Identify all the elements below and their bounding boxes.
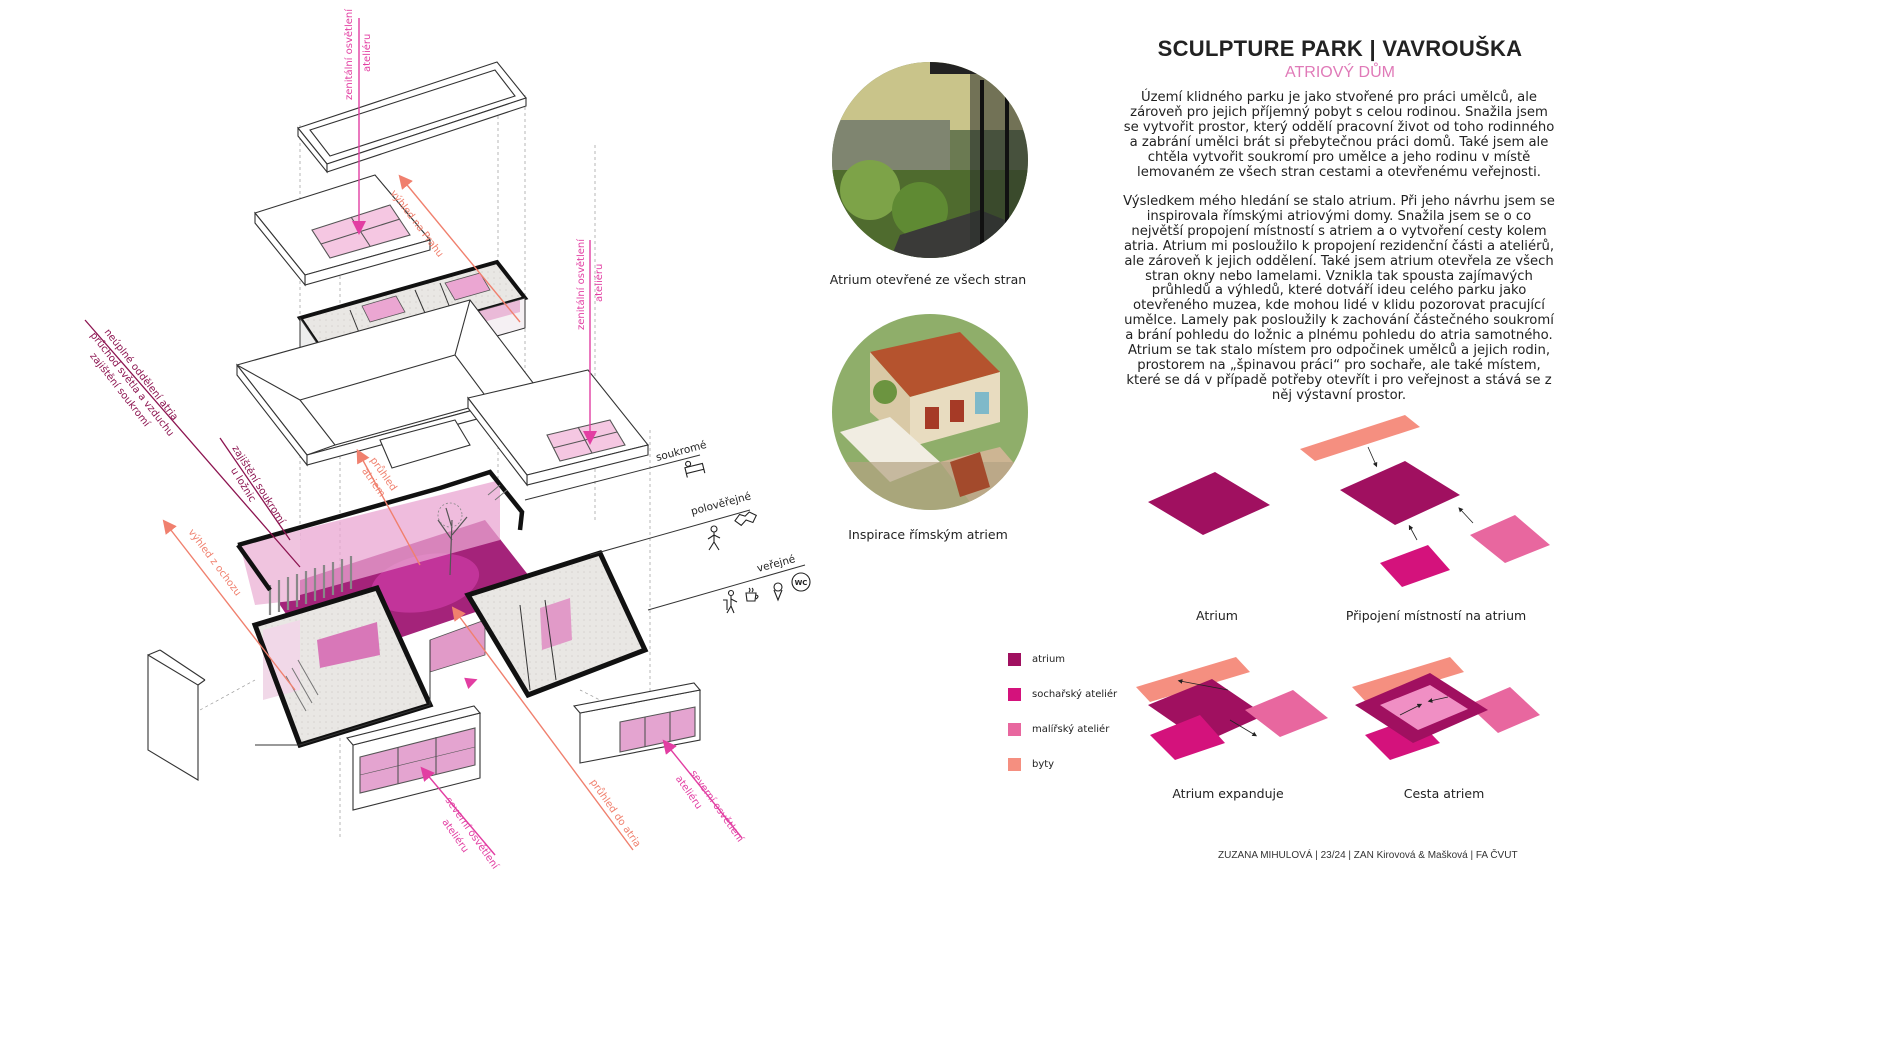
label-zone-public: veřejné: [756, 553, 797, 575]
scheme4-path: [1380, 685, 1468, 730]
photo-roman-atrium: [832, 314, 1028, 510]
legend-swatch-sculpture: [1008, 688, 1021, 701]
coffee-icon: [745, 587, 759, 602]
label-zenith-top: zenitální osvětlení ateliéru: [343, 6, 373, 100]
west-wall: [147, 649, 206, 781]
bed-icon: [684, 460, 706, 478]
label-north-right: severní osvětlení ateliéru: [673, 765, 748, 856]
zone-lines: [524, 454, 806, 611]
footer-credit: ZUZANA MIHULOVÁ | 23/24 | ZAN Kirovová &…: [1218, 850, 1518, 861]
scheme4-painting: [1468, 687, 1540, 733]
label-view-into-atrium: průhled do atria: [588, 777, 644, 850]
paragraph-2: Výsledkem mého hledání se stalo atrium. …: [1123, 194, 1555, 403]
label-zenith-top-2: ateliéru: [361, 34, 373, 72]
legend-label-atrium: atrium: [1032, 654, 1066, 665]
ice-cream-icon: [773, 582, 783, 602]
top-roof-slab: [297, 61, 527, 174]
label-north-left: severní osvětlení ateliéru: [430, 795, 503, 880]
south-wall-left: [346, 705, 481, 811]
page-title: SCULPTURE PARK | VAVROUŠKA: [1157, 36, 1523, 61]
scheme2-painting: [1470, 515, 1550, 563]
scheme1-atrium: [1148, 472, 1270, 535]
legend-swatch-painting: [1008, 723, 1021, 736]
label-left-block: neúplné oddělení atria průchod světla a …: [77, 322, 188, 449]
legend-swatch-atrium: [1008, 653, 1021, 666]
scheme3-flats: [1136, 657, 1250, 702]
scheme4-caption: Cesta atriem: [1403, 786, 1485, 801]
photo-atrium-open: [832, 62, 1028, 258]
exploded-axonometry: WC zenitální osvětlení ateliéru výhled n…: [77, 6, 811, 880]
right-roof: [467, 369, 649, 487]
studio-roof: [254, 174, 431, 287]
paragraph-1: Území klidného parku je jako stvořené pr…: [1123, 90, 1555, 180]
wc-label: WC: [795, 579, 808, 587]
page-subtitle: ATRIOVÝ DŮM: [1285, 64, 1395, 81]
ground-floor: [236, 469, 649, 749]
label-zenith-right-1: zenitální osvětlení: [575, 238, 587, 330]
label-left-block-2: průchod světla a vzduchu: [88, 330, 177, 439]
legend-label-flats: byty: [1032, 759, 1055, 770]
scheme3-sculpture: [1150, 715, 1225, 760]
photo1-caption: Atrium otevřené ze všech stran: [829, 272, 1027, 287]
label-zenith-right-2: ateliéru: [593, 264, 605, 302]
scheme2-flats: [1300, 415, 1420, 461]
walker-icon: [707, 525, 721, 551]
scheme3-caption: Atrium expanduje: [1172, 786, 1284, 801]
scheme3-atrium: [1148, 679, 1265, 743]
label-zone-semi: polověřejné: [690, 490, 753, 518]
handshake-icon: [734, 511, 758, 527]
scheme1-caption: Atrium: [1196, 608, 1238, 623]
south-wall-right: [572, 682, 702, 764]
label-zenith-right: zenitální osvětlení ateliéru: [575, 236, 605, 330]
label-zenith-top-1: zenitální osvětlení: [343, 8, 355, 100]
label-bedrooms: zajištění soukromí u ložnic: [218, 443, 289, 536]
scheme4-flats: [1352, 657, 1464, 702]
legend-label-sculpture: sochařský ateliér: [1032, 689, 1118, 700]
concept-schemes: [1136, 415, 1550, 760]
sculptor-icon: [723, 589, 738, 614]
wc-icon: WC: [791, 572, 811, 592]
atrium-tree: [437, 502, 468, 576]
photo2-caption: Inspirace římským atriem: [848, 527, 1008, 542]
scheme3-painting: [1245, 690, 1328, 737]
scheme2-sculpture: [1380, 545, 1450, 587]
legend-swatch-flats: [1008, 758, 1021, 771]
legend-label-painting: malířský ateliér: [1032, 724, 1110, 735]
scheme2-caption: Připojení místností na atrium: [1345, 608, 1527, 623]
scheme2-atrium: [1340, 461, 1460, 525]
